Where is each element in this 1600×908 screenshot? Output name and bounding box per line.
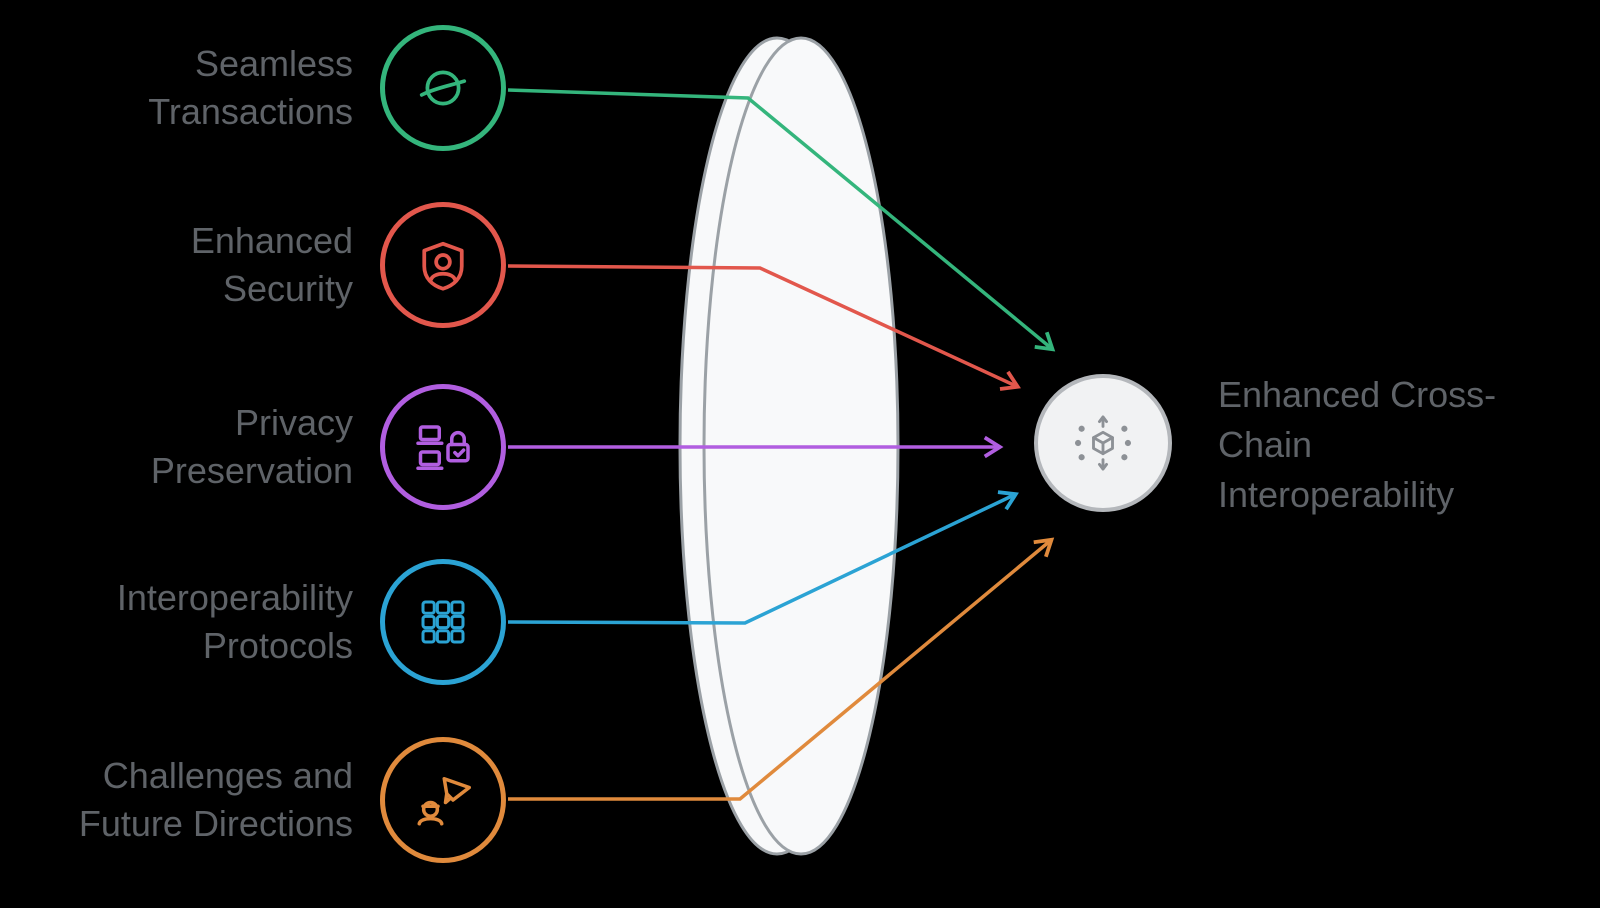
- label-line: Future Directions: [78, 803, 353, 844]
- label-line: Interoperability: [116, 577, 353, 618]
- label-line: Privacy: [234, 402, 353, 443]
- label-line: Challenges and: [102, 755, 353, 796]
- label-line: Chain: [1218, 424, 1313, 465]
- blocks-grid-glyph: [421, 600, 465, 644]
- stellar-planet-icon: [380, 25, 506, 151]
- label-line: Security: [222, 268, 353, 309]
- devices-lock-glyph: [416, 425, 470, 470]
- label-line: Enhanced Cross-: [1218, 374, 1497, 415]
- label-line: Protocols: [202, 625, 353, 666]
- user-shield-glyph: [422, 241, 464, 291]
- arrow-seamless-transactions: [507, 88, 1056, 352]
- label-line: Interoperability: [1218, 474, 1455, 515]
- label-seamless-transactions: Seamless Transactions: [8, 40, 353, 136]
- label-challenges-future: Challenges and Future Directions: [8, 752, 353, 848]
- label-interoperability-protocols: Interoperability Protocols: [8, 574, 353, 670]
- devices-lock-icon: [380, 384, 506, 510]
- blocks-grid-icon: [380, 559, 506, 685]
- hub-network-icon: [1074, 415, 1132, 471]
- user-paper-plane-icon: [380, 737, 506, 863]
- label-privacy-preservation: Privacy Preservation: [8, 399, 353, 495]
- stellar-planet-glyph: [419, 70, 467, 106]
- arrow-interoperability-protocols: [507, 490, 1019, 625]
- label-line: Seamless: [194, 43, 353, 84]
- arrow-challenges-future: [508, 537, 1055, 801]
- target-node: [1034, 374, 1172, 512]
- user-paper-plane-glyph: [417, 777, 471, 826]
- label-enhanced-cross-chain-interoperability: Enhanced Cross- Chain Interoperability: [1218, 370, 1578, 520]
- label-enhanced-security: Enhanced Security: [8, 217, 353, 313]
- label-line: Enhanced: [190, 220, 353, 261]
- label-line: Transactions: [148, 91, 353, 132]
- arrow-enhanced-security: [507, 264, 1021, 391]
- user-shield-icon: [380, 202, 506, 328]
- label-line: Preservation: [150, 450, 353, 491]
